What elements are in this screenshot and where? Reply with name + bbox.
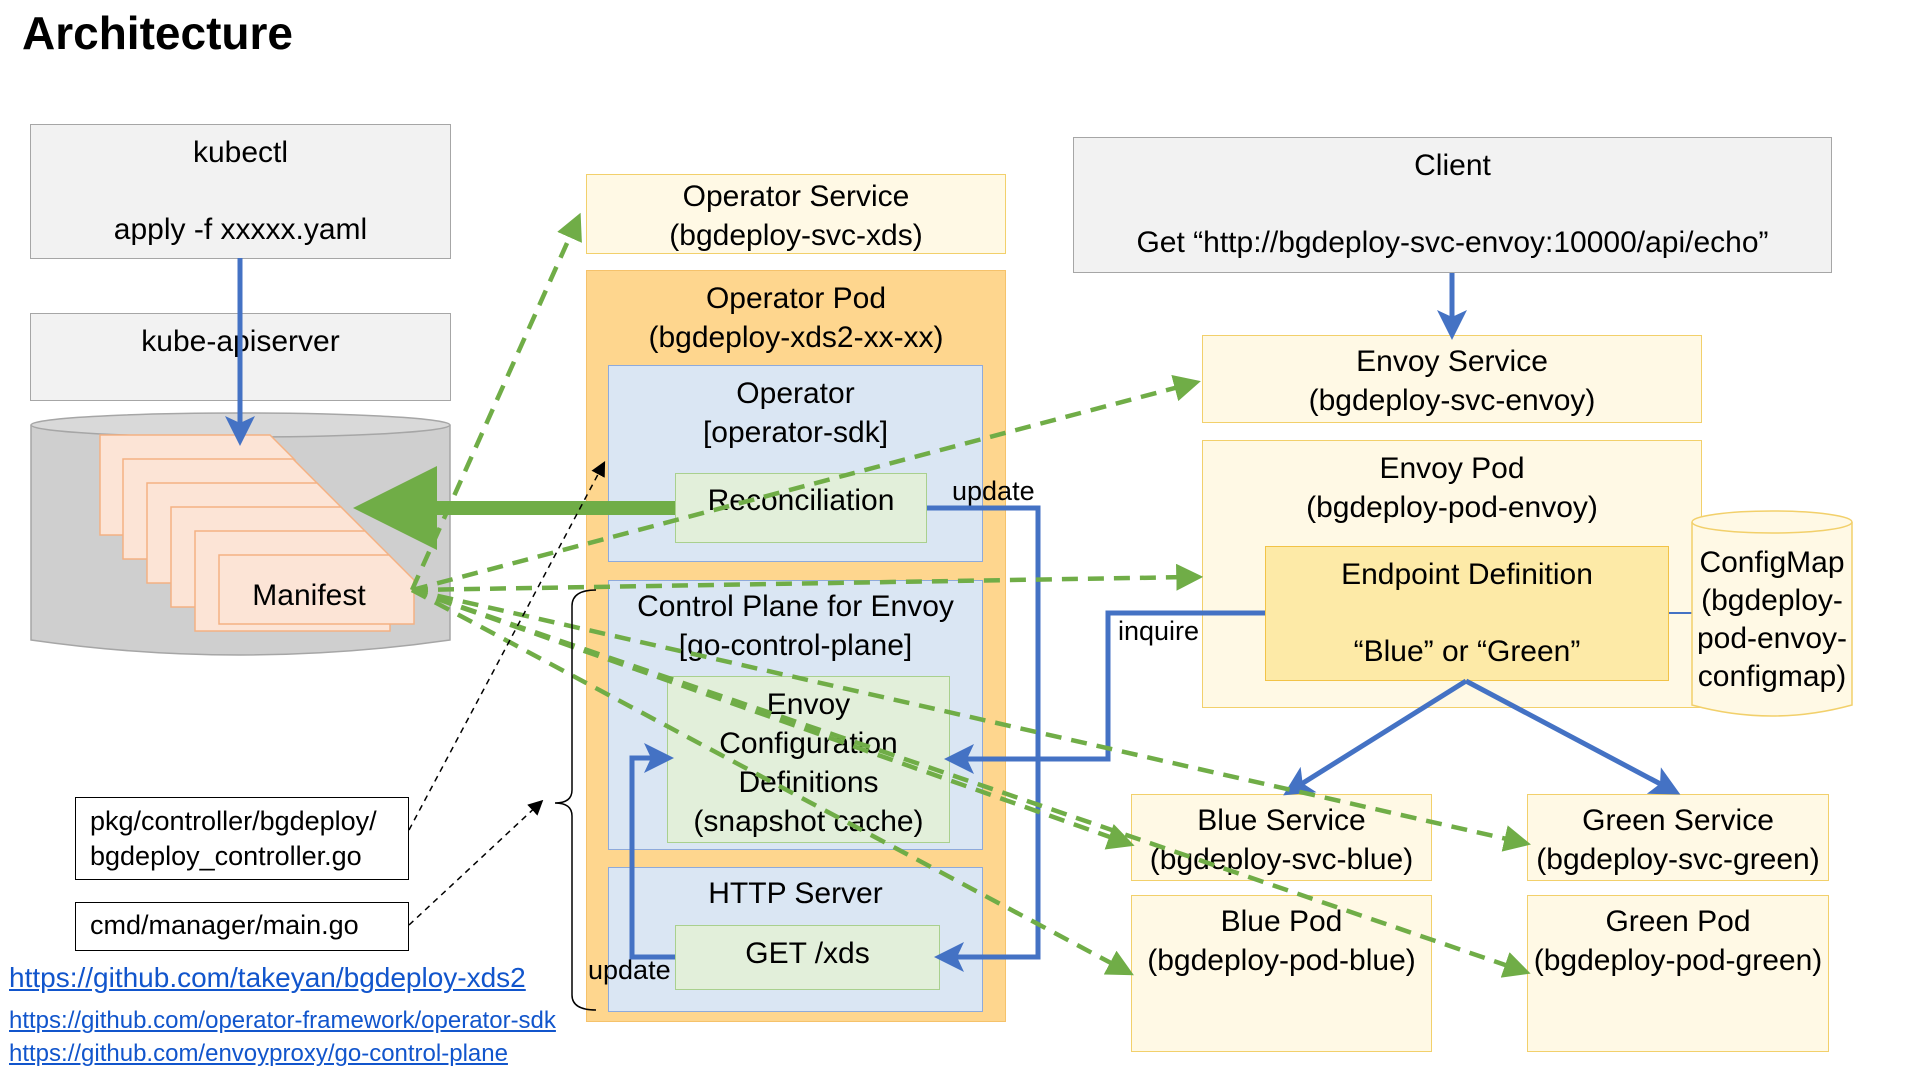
green-pod-box: Green Pod (bgdeploy-pod-green) [1527, 895, 1829, 1052]
kubectl-label: kubectl [192, 136, 289, 169]
blue-service-label: Blue Service [1197, 804, 1366, 837]
endpoint-definition-box: Endpoint Definition “Blue” or “Green” [1265, 546, 1669, 681]
envoy-pod-name: (bgdeploy-pod-envoy) [1306, 491, 1598, 524]
green-pod-label: Green Pod [1605, 905, 1751, 938]
update-label-top: update [952, 476, 1035, 506]
controller-file-box: pkg/controller/bgdeploy/ bgdeploy_contro… [75, 797, 409, 880]
configmap-name-2: pod-envoy- [1696, 622, 1848, 655]
operator-service-name: (bgdeploy-svc-xds) [669, 219, 923, 252]
configmap-name-3: configmap) [1697, 660, 1847, 693]
operator-pod-label: Operator Pod [705, 282, 887, 315]
blue-service-name: (bgdeploy-svc-blue) [1149, 843, 1414, 876]
get-xds-box: GET /xds [675, 925, 940, 990]
envoy-config-line4: (snapshot cache) [693, 805, 924, 838]
envoy-config-line3: Definitions [738, 766, 879, 799]
green-service-label: Green Service [1582, 804, 1774, 837]
update-label-bottom: update [588, 955, 671, 985]
client-request: Get “http://bgdeploy-svc-envoy:10000/api… [1136, 226, 1769, 259]
configmap-text: ConfigMap (bgdeploy- pod-envoy- configma… [1692, 544, 1852, 696]
envoy-service-name: (bgdeploy-svc-envoy) [1308, 384, 1596, 417]
reconciliation-box: Reconciliation [675, 473, 927, 543]
operator-sdk-label: [operator-sdk] [702, 416, 889, 449]
controller-file-line1: pkg/controller/bgdeploy/ [90, 806, 377, 836]
link-go-control-plane[interactable]: https://github.com/envoyproxy/go-control… [9, 1040, 508, 1067]
main-file-label: cmd/manager/main.go [90, 910, 359, 940]
main-file-box: cmd/manager/main.go [75, 902, 409, 951]
kubectl-command: apply -f xxxxx.yaml [113, 213, 368, 246]
link-operator-sdk[interactable]: https://github.com/operator-framework/op… [9, 1007, 556, 1034]
envoy-config-line2: Configuration [719, 727, 898, 760]
envoy-service-box: Envoy Service (bgdeploy-svc-envoy) [1202, 335, 1702, 423]
green-service-name: (bgdeploy-svc-green) [1536, 843, 1820, 876]
green-pod-name: (bgdeploy-pod-green) [1533, 944, 1823, 977]
go-control-plane-label: [go-control-plane] [678, 629, 913, 662]
manifest-label: Manifest [252, 579, 366, 612]
control-plane-label: Control Plane for Envoy [637, 590, 954, 623]
http-server-label: HTTP Server [708, 877, 883, 910]
client-box: Client Get “http://bgdeploy-svc-envoy:10… [1073, 137, 1832, 273]
configmap-label: ConfigMap [1699, 546, 1845, 579]
link-bgdeploy-xds2[interactable]: https://github.com/takeyan/bgdeploy-xds2 [9, 962, 526, 993]
blue-service-box: Blue Service (bgdeploy-svc-blue) [1131, 794, 1432, 881]
operator-pod-name: (bgdeploy-xds2-xx-xx) [648, 321, 944, 354]
envoy-service-label: Envoy Service [1356, 345, 1548, 378]
get-xds-label: GET /xds [745, 937, 870, 970]
page-title: Architecture [22, 7, 293, 59]
blue-pod-name: (bgdeploy-pod-blue) [1147, 944, 1416, 977]
operator-service-label: Operator Service [682, 180, 910, 213]
inquire-label: inquire [1118, 616, 1200, 646]
endpoint-definition-value: “Blue” or “Green” [1353, 635, 1581, 668]
kubectl-box: kubectl apply -f xxxxx.yaml [30, 124, 451, 259]
envoy-pod-label: Envoy Pod [1379, 452, 1525, 485]
endpoint-definition-label: Endpoint Definition [1341, 558, 1593, 591]
client-label: Client [1414, 149, 1491, 182]
blue-pod-box: Blue Pod (bgdeploy-pod-blue) [1131, 895, 1432, 1052]
envoy-config-line1: Envoy [766, 688, 851, 721]
reconciliation-label: Reconciliation [707, 484, 895, 517]
blue-pod-label: Blue Pod [1220, 905, 1343, 938]
manifest-stack [99, 434, 415, 632]
green-service-box: Green Service (bgdeploy-svc-green) [1527, 794, 1829, 881]
envoy-config-box: Envoy Configuration Definitions (snapsho… [667, 676, 950, 843]
operator-service-box: Operator Service (bgdeploy-svc-xds) [586, 174, 1006, 254]
configmap-name-1: (bgdeploy- [1701, 584, 1843, 617]
operator-label: Operator [736, 377, 855, 410]
controller-file-line2: bgdeploy_controller.go [90, 841, 362, 871]
